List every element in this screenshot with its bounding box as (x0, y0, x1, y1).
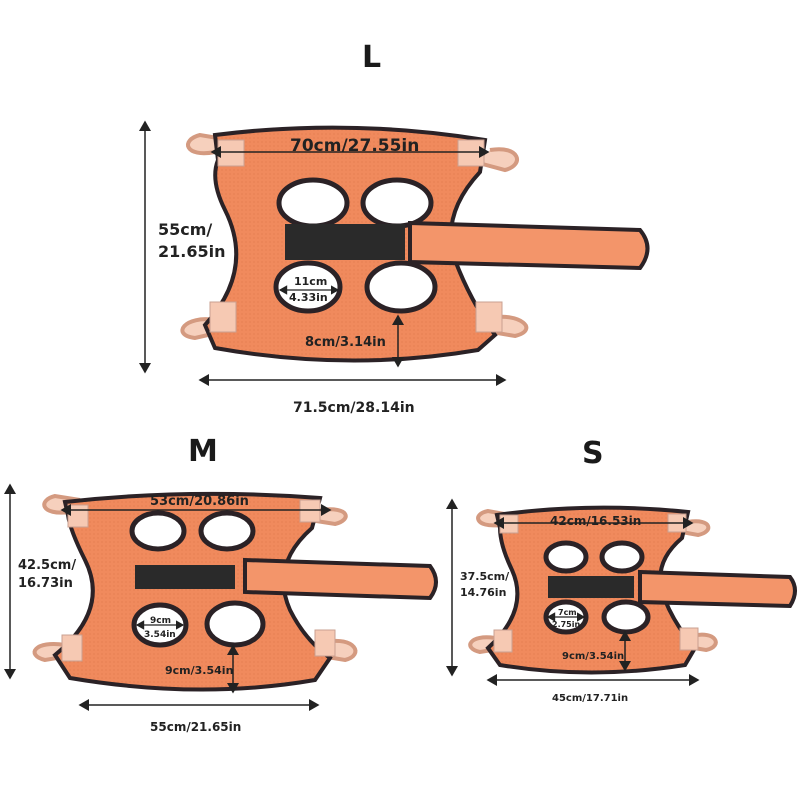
hole-L-line1: 11cm (294, 275, 328, 288)
top-width-L: 70cm/27.55in (290, 136, 420, 156)
bottom-gap-S: 9cm/3.54in (562, 651, 625, 662)
height-M-line2: 16.73in (18, 576, 73, 591)
height-L-line1: 55cm/ (158, 220, 213, 239)
harness-belt (243, 557, 438, 601)
harness-body (52, 491, 333, 692)
bottom-width-S: 45cm/17.71in (552, 693, 629, 704)
size-title-S: S (582, 436, 604, 471)
harness-L (139, 120, 650, 386)
size-title-M: M (188, 434, 218, 469)
hole-L-line2: 4.33in (289, 291, 328, 304)
height-M-line1: 42.5cm/ (18, 558, 77, 573)
bottom-width-M: 55cm/21.65in (150, 720, 242, 734)
top-width-M: 53cm/20.86in (150, 494, 249, 509)
bottom-width-L: 71.5cm/28.14in (293, 400, 415, 416)
hole-M-line2: 3.54in (144, 630, 176, 640)
harness-M (4, 483, 438, 711)
bottom-gap-L: 8cm/3.14in (305, 335, 386, 350)
size-title-L: L (362, 40, 382, 75)
height-S-line1: 37.5cm/ (460, 570, 510, 583)
harness-S (446, 498, 797, 686)
height-L-line2: 21.65in (158, 242, 226, 261)
height-S-line2: 14.76in (460, 586, 507, 599)
top-width-S: 42cm/16.53in (550, 514, 642, 528)
bottom-gap-M: 9cm/3.54in (165, 664, 234, 677)
hole-M-line1: 9cm (150, 616, 171, 626)
hole-S-line1: 7cm (558, 608, 577, 617)
harness-belt (408, 220, 650, 271)
harness-belt (638, 569, 797, 609)
hole-S-line2: 2.75in (552, 620, 581, 629)
